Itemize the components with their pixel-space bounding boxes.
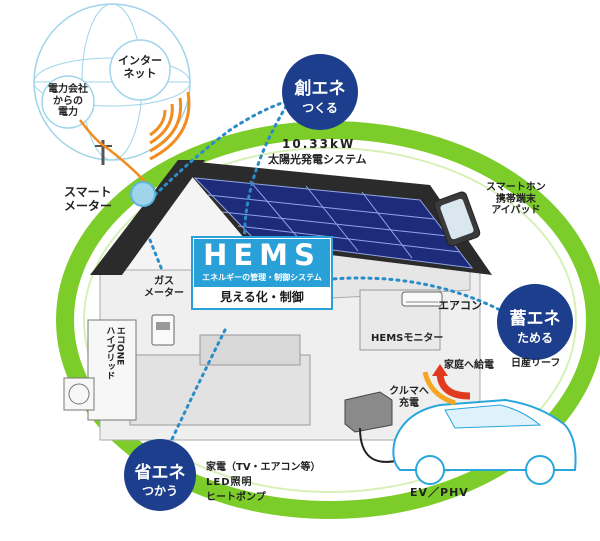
nissan-leaf-label: 日産リーフ bbox=[511, 358, 561, 369]
appliances-line1: 家電（TV・エアコン等） bbox=[206, 462, 321, 473]
create-title: 創エネ bbox=[294, 79, 346, 99]
store-subtitle: ためる bbox=[516, 331, 553, 345]
internet-bubble bbox=[109, 39, 171, 101]
hems-monitor-label: HEMSモニター bbox=[371, 333, 444, 344]
power-company-bubble bbox=[41, 75, 95, 129]
smart-meter-dot bbox=[130, 181, 156, 207]
car-charge-label: クルマへ 充電 bbox=[389, 386, 429, 409]
hems-subtitle: エネルギーの管理・制御システム bbox=[202, 273, 322, 282]
smart-meter-label: スマート メーター bbox=[64, 185, 113, 213]
hems-title: HEMS bbox=[203, 238, 321, 272]
internet-label: インター ネット bbox=[118, 54, 162, 80]
green-ring bbox=[56, 121, 600, 519]
smartphone-label: スマートホン 携帯端末 アイパッド bbox=[486, 182, 546, 216]
create-subtitle: つくる bbox=[302, 101, 338, 115]
save-bubble bbox=[124, 439, 196, 511]
create-bubble bbox=[282, 54, 358, 130]
solar-system-label: 太陽光発電システム bbox=[268, 153, 367, 166]
hybrid-unit-icon bbox=[63, 319, 137, 421]
ev-label: EV／PHV bbox=[410, 486, 469, 499]
air-conditioner-icon bbox=[401, 291, 443, 307]
power-pole-icon bbox=[79, 119, 149, 186]
smartphone-icon bbox=[433, 191, 481, 247]
save-subtitle: つかう bbox=[141, 484, 178, 498]
home-supply-label: 家庭へ給電 bbox=[444, 360, 494, 371]
ev-car-icon bbox=[392, 398, 577, 485]
hems-box bbox=[191, 236, 333, 310]
ecoone-label: エコONE ハイブリッド bbox=[104, 326, 125, 380]
gas-meter-icon bbox=[151, 314, 175, 346]
aircon-label: エアコン bbox=[438, 299, 482, 312]
appliances-line3: ヒートポンプ bbox=[206, 492, 266, 503]
wifi-wave-icon bbox=[149, 91, 191, 161]
store-title: 蓄エネ bbox=[509, 309, 561, 329]
gas-meter-label: ガス メーター bbox=[144, 276, 184, 299]
solar-panels bbox=[193, 177, 474, 269]
green-ring-inner bbox=[83, 147, 577, 493]
solar-capacity: 10.33kW bbox=[282, 137, 356, 151]
store-bubble bbox=[497, 284, 573, 360]
appliances-line2: LED照明 bbox=[206, 477, 253, 488]
red-arrow-icon bbox=[422, 364, 471, 406]
hems-tagline: 見える化・制御 bbox=[220, 290, 304, 304]
power-company-label: 電力会社 からの 電力 bbox=[48, 84, 88, 118]
save-title: 省エネ bbox=[134, 463, 186, 483]
